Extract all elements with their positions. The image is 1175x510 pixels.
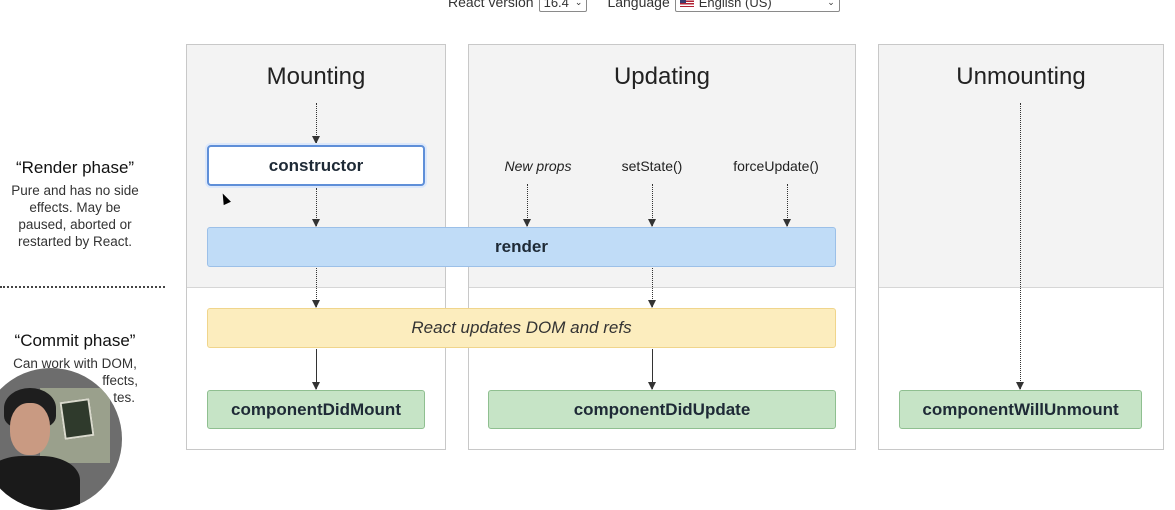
us-flag-icon (679, 0, 694, 7)
react-version-value: 16.4 (543, 0, 569, 10)
render-phase-title: “Render phase” (15, 158, 135, 177)
phase-divider (0, 286, 165, 288)
arrow-into-will-unmount (1016, 103, 1024, 390)
language-value: English (US) (698, 0, 772, 10)
commit-phase-description-fragment-2: tes. (113, 390, 135, 405)
arrow-render-to-dom-update (648, 268, 656, 308)
render-phase-band (879, 45, 1163, 288)
arrow-dom-to-did-mount (312, 349, 320, 390)
render-phase-label: “Render phase” Pure and has no side effe… (0, 158, 150, 250)
webcam-overlay (0, 368, 122, 510)
commit-phase-description: Can work with DOM, ffects, tes. (0, 355, 150, 406)
arrow-dom-to-did-update (648, 349, 656, 390)
arrow-new-props-to-render (523, 184, 531, 227)
dom-update-box: React updates DOM and refs (207, 308, 836, 348)
react-version-label: React version (448, 0, 534, 10)
component-will-unmount-box[interactable]: componentWillUnmount (899, 390, 1142, 429)
react-version-select[interactable]: 16.4 ⌄ (538, 0, 588, 12)
arrow-force-update-to-render (783, 184, 791, 227)
top-toolbar: React version 16.4 ⌄ Language English (U… (448, 0, 840, 12)
language-select[interactable]: English (US) ⌄ (674, 0, 840, 12)
updating-title: Updating (613, 63, 711, 90)
language-label: Language (607, 0, 670, 10)
arrow-render-to-dom-mount (312, 268, 320, 308)
render-box[interactable]: render (207, 227, 836, 267)
mounting-title: Mounting (266, 63, 366, 90)
component-did-mount-box[interactable]: componentDidMount (207, 390, 425, 429)
render-phase-description: Pure and has no side effects. May be pau… (11, 183, 139, 249)
arrow-set-state-to-render (648, 184, 656, 227)
set-state-trigger: setState() (621, 158, 683, 174)
commit-phase-description-fragment-1: ffects, (102, 373, 138, 388)
new-props-trigger: New props (504, 158, 572, 174)
constructor-box[interactable]: constructor (207, 145, 425, 186)
commit-phase-label: “Commit phase” Can work with DOM, ffects… (0, 331, 150, 406)
force-update-trigger: forceUpdate() (733, 158, 819, 174)
component-did-update-box[interactable]: componentDidUpdate (488, 390, 836, 429)
arrow-constructor-to-render (312, 188, 320, 227)
commit-phase-title: “Commit phase” (14, 331, 136, 350)
arrow-into-constructor (312, 103, 320, 144)
unmounting-title: Unmounting (956, 63, 1086, 90)
chevron-down-icon: ⌄ (827, 0, 835, 7)
commit-phase-description-line: Can work with DOM, (13, 356, 137, 371)
chevron-down-icon: ⌄ (574, 0, 583, 7)
unmounting-column: Unmounting (878, 44, 1164, 450)
